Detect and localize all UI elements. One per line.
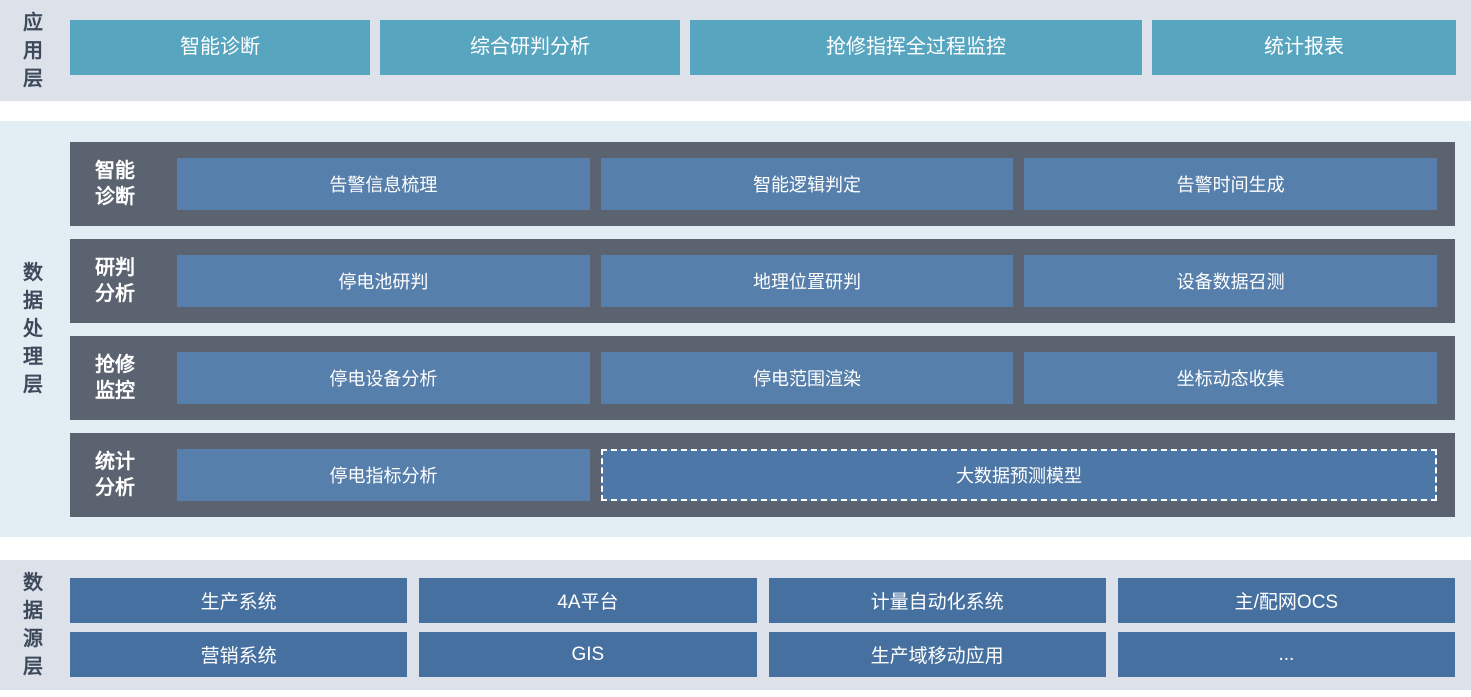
proc-box-outage-area-rendering: 停电范围渲染 (600, 352, 1014, 404)
src-box-main-distribution-ocs: 主/配网OCS (1117, 578, 1455, 623)
src-box-production-system: 生产系统 (70, 578, 408, 623)
src-box-marketing-system: 营销系统 (70, 632, 408, 677)
src-box-production-mobile-app: 生产域移动应用 (768, 632, 1106, 677)
proc-box-outage-pool-analysis: 停电池研判 (177, 255, 590, 307)
band-statistical-analysis: 统计分析 停电指标分析 大数据预测模型 (70, 433, 1455, 517)
band-items: 告警信息梳理 智能逻辑判定 告警时间生成 (177, 158, 1438, 210)
proc-box-geographic-position-analysis: 地理位置研判 (600, 255, 1014, 307)
band-repair-monitoring: 抢修监控 停电设备分析 停电范围渲染 坐标动态收集 (70, 336, 1455, 420)
src-box-4a-platform: 4A平台 (419, 578, 757, 623)
src-box-gis: GIS (419, 632, 757, 677)
proc-box-alarm-info-sorting: 告警信息梳理 (177, 158, 590, 210)
data-source-layer-label: 数据源层 (23, 572, 43, 678)
src-box-ellipsis: ... (1117, 632, 1455, 677)
app-item-repair-command-monitoring: 抢修指挥全过程监控 (690, 20, 1142, 75)
data-source-layer-section: 数据源层 生产系统 4A平台 计量自动化系统 主/配网OCS 营销系统 GIS … (0, 560, 1471, 690)
band-items: 停电池研判 地理位置研判 设备数据召测 (177, 255, 1438, 307)
proc-box-coordinate-dynamic-collection: 坐标动态收集 (1024, 352, 1438, 404)
source-row-1: 生产系统 4A平台 计量自动化系统 主/配网OCS (70, 578, 1455, 623)
band-label: 统计分析 (95, 451, 135, 499)
src-box-metering-automation-system: 计量自动化系统 (768, 578, 1106, 623)
band-analysis-judgment: 研判分析 停电池研判 地理位置研判 设备数据召测 (70, 239, 1455, 323)
band-label: 研判分析 (95, 257, 135, 305)
application-layer-row: 智能诊断 综合研判分析 抢修指挥全过程监控 统计报表 (70, 20, 1456, 75)
proc-box-device-data-telemetry: 设备数据召测 (1024, 255, 1438, 307)
band-items: 停电设备分析 停电范围渲染 坐标动态收集 (177, 352, 1438, 404)
proc-box-big-data-prediction-model: 大数据预测模型 (601, 449, 1437, 501)
source-row-2: 营销系统 GIS 生产域移动应用 ... (70, 632, 1455, 677)
app-item-statistical-reports: 统计报表 (1152, 20, 1456, 75)
band-items: 停电指标分析 大数据预测模型 (177, 449, 1437, 501)
band-label: 智能诊断 (95, 160, 135, 208)
data-processing-layer-section: 数据处理层 智能诊断 告警信息梳理 智能逻辑判定 告警时间生成 研判分析 停电池… (0, 121, 1471, 537)
application-layer-section: 应用层 智能诊断 综合研判分析 抢修指挥全过程监控 统计报表 (0, 0, 1471, 101)
data-processing-layer-label: 数据处理层 (23, 262, 43, 396)
band-intelligent-diagnosis: 智能诊断 告警信息梳理 智能逻辑判定 告警时间生成 (70, 142, 1455, 226)
application-layer-label: 应用层 (23, 11, 43, 90)
band-label: 抢修监控 (95, 354, 135, 402)
app-item-comprehensive-analysis: 综合研判分析 (380, 20, 680, 75)
proc-box-outage-indicator-analysis: 停电指标分析 (177, 449, 590, 501)
proc-box-outage-device-analysis: 停电设备分析 (177, 352, 590, 404)
proc-box-intelligent-logic-judgment: 智能逻辑判定 (600, 158, 1014, 210)
proc-box-alarm-time-generation: 告警时间生成 (1024, 158, 1438, 210)
app-item-intelligent-diagnosis: 智能诊断 (70, 20, 370, 75)
